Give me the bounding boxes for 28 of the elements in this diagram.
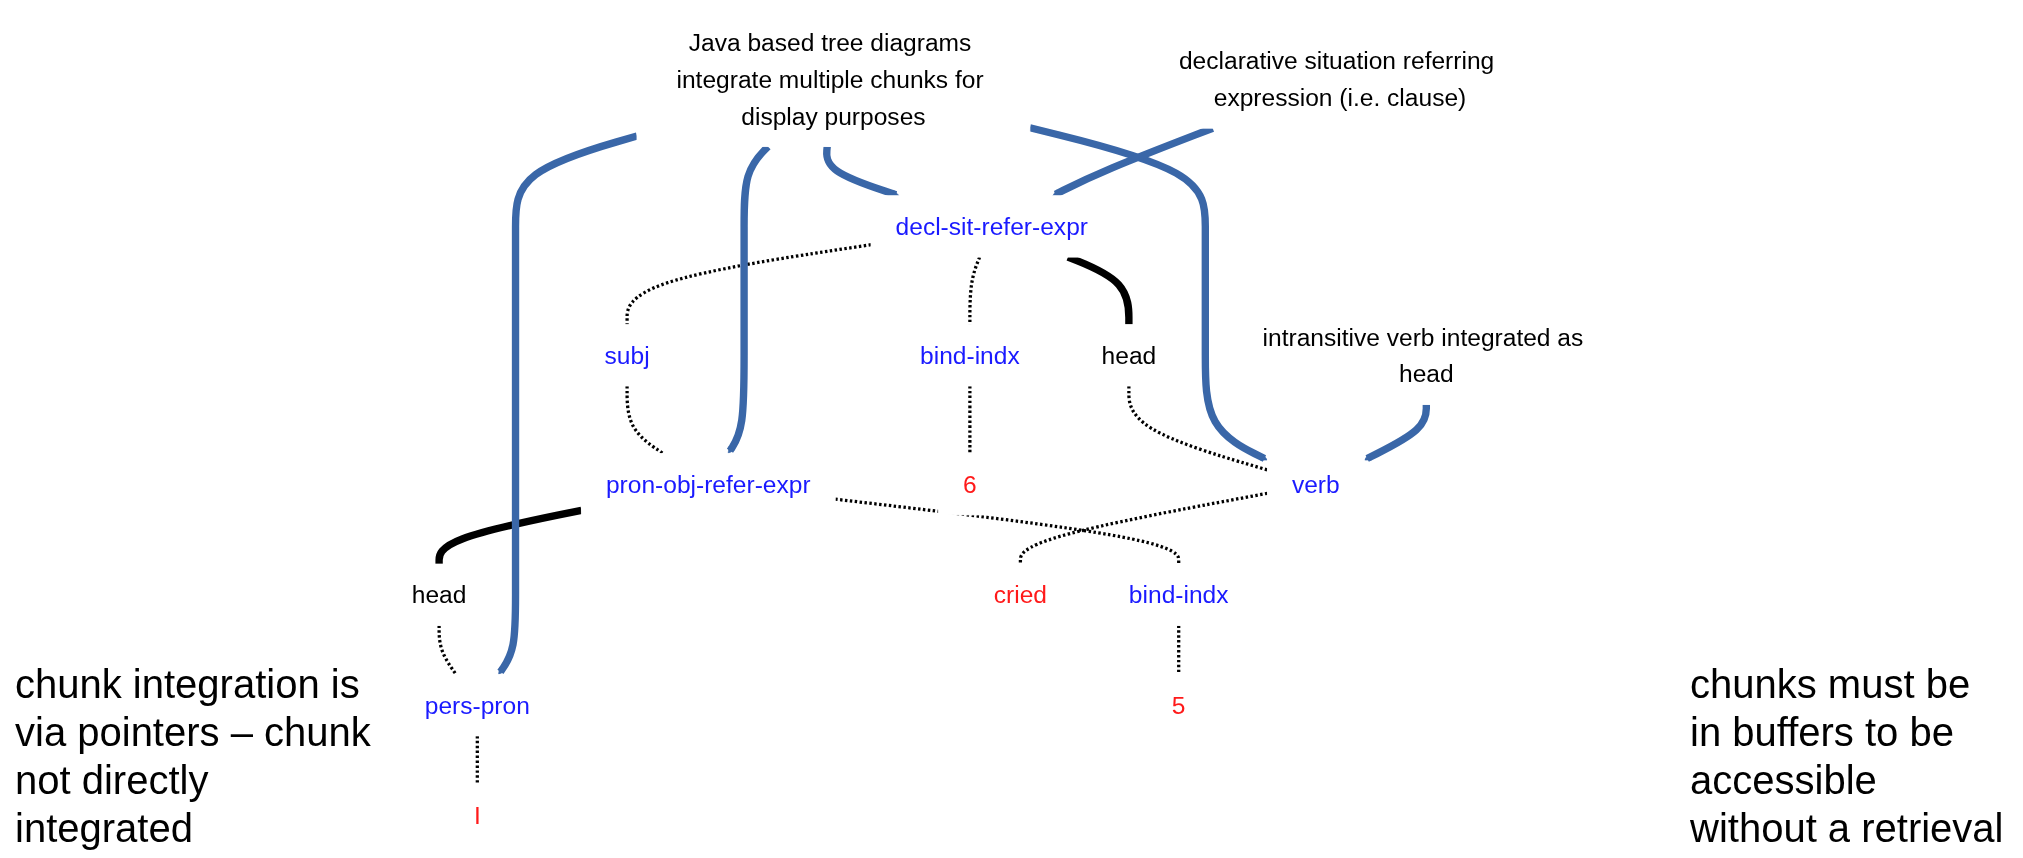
node-text: head — [1101, 341, 1157, 369]
connector — [968, 386, 972, 454]
node-text: pron-obj-refer-expr — [605, 470, 811, 498]
node-text: head — [411, 581, 467, 609]
node-text: Java based tree diagrams integrate multiple chunks for display purposes — [676, 28, 984, 130]
node-text: subj — [604, 341, 650, 369]
node-text: pers-pron — [424, 691, 530, 719]
node-text: I — [473, 802, 481, 830]
node-text: intransitive verb integrated as head — [1262, 323, 1584, 388]
node-text: declarative situation referring expression (i.e. clause) — [1178, 47, 1495, 111]
arrow — [497, 132, 639, 675]
connector — [835, 497, 1181, 565]
node-text: bind-indx — [1128, 581, 1229, 609]
connector — [475, 735, 479, 786]
connector — [1127, 386, 1268, 472]
connector — [437, 625, 458, 676]
node-text: cried — [993, 581, 1048, 609]
arrow — [1029, 124, 1268, 462]
note-text: chunks must be in buffers to be accessible without a retrieval — [1690, 661, 2005, 852]
node-text: verb — [1291, 470, 1340, 498]
connector — [1177, 625, 1181, 675]
note-text: chunk integration is via pointers – chunk not directly integrated — [15, 661, 372, 852]
node-text: bind-indx — [920, 341, 1020, 369]
connector — [968, 256, 982, 325]
node-text: 5 — [1171, 691, 1186, 719]
connector — [1018, 491, 1268, 565]
arrow — [1363, 404, 1430, 462]
connector — [625, 386, 665, 455]
